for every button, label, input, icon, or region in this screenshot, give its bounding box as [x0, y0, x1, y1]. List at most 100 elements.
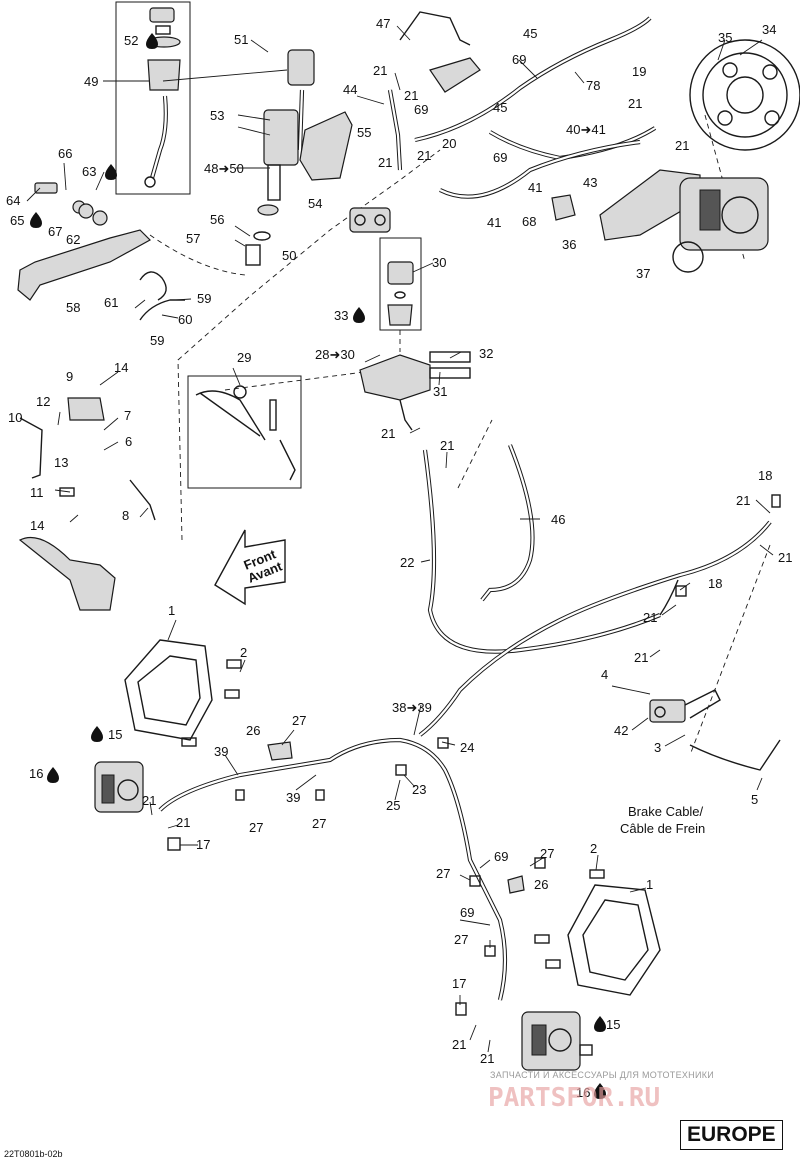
callout-c-21d: 21	[378, 155, 392, 170]
caliper-piston-kit-30	[387, 261, 414, 326]
dashed-guide-split	[457, 419, 493, 489]
callout-c-7: 7	[124, 408, 131, 423]
callout-c-49: 49	[84, 74, 98, 89]
callout-c-60: 60	[178, 312, 192, 327]
callout-c-21i: 21	[736, 493, 750, 508]
callout-c-67: 67	[48, 224, 62, 239]
callout-c-42: 42	[614, 723, 628, 738]
callout-c-16b: 16	[576, 1085, 590, 1100]
front-direction-arrow	[214, 529, 286, 606]
callout-c-69b: 69	[414, 102, 428, 117]
callout-c-13: 13	[54, 455, 68, 470]
callout-c-78: 78	[586, 78, 600, 93]
callout-c-17b: 17	[452, 976, 466, 991]
callout-c-41a: 41	[528, 180, 542, 195]
callout-c-14a: 14	[114, 360, 128, 375]
dashed-guide-left	[177, 149, 441, 541]
callout-c-21h: 21	[440, 438, 454, 453]
callout-c-1a: 1	[168, 603, 175, 618]
callout-c-46: 46	[551, 512, 565, 527]
callout-c-27e: 27	[436, 866, 450, 881]
callout-c-54: 54	[308, 196, 322, 211]
region-label: EUROPE	[680, 1120, 783, 1150]
fluid-drop-icon	[594, 1083, 606, 1099]
callout-c-39a: 39	[214, 744, 228, 759]
callout-c-26b: 26	[534, 877, 548, 892]
callout-c-21f: 21	[675, 138, 689, 153]
callout-c-28-30: 28➜30	[315, 347, 355, 362]
callout-c-15a: 15	[108, 727, 122, 742]
callout-c-31: 31	[433, 384, 447, 399]
brake-cable-label-fr: Câble de Frein	[620, 821, 705, 836]
callout-c-53: 53	[210, 108, 224, 123]
callout-c-21l: 21	[634, 650, 648, 665]
callout-c-21k: 21	[643, 610, 657, 625]
callout-c-4: 4	[601, 667, 608, 682]
callout-c-20: 20	[442, 136, 456, 151]
callout-c-50: 50	[282, 248, 296, 263]
callout-c-1b: 1	[646, 877, 653, 892]
callout-c-69a: 69	[512, 52, 526, 67]
callout-c-56: 56	[210, 212, 224, 227]
callout-c-3: 3	[654, 740, 661, 755]
callout-c-58: 58	[66, 300, 80, 315]
watermark-caption: ЗАПЧАСТИ И АКСЕССУАРЫ ДЛЯ МОТОТЕХНИКИ	[490, 1070, 714, 1080]
dashed-guide-arrow	[224, 369, 381, 391]
callout-c-55: 55	[357, 125, 371, 140]
front-caliper-left	[94, 761, 144, 813]
callout-c-45b: 45	[493, 100, 507, 115]
callout-c-63: 63	[82, 164, 96, 179]
callout-c-2b: 2	[590, 841, 597, 856]
callout-c-24: 24	[460, 740, 474, 755]
callout-c-16a: 16	[29, 766, 43, 781]
callout-c-59a: 59	[197, 291, 211, 306]
callout-c-30: 30	[432, 255, 446, 270]
callout-c-25: 25	[386, 798, 400, 813]
callout-c-34: 34	[762, 22, 776, 37]
callout-c-68: 68	[522, 214, 536, 229]
front-disc-plate-lower	[567, 884, 661, 996]
brake-pedal	[17, 182, 185, 321]
callout-c-21p: 21	[480, 1051, 494, 1066]
cap-68	[551, 194, 576, 221]
fluid-drop-icon	[594, 1016, 606, 1032]
callout-c-52: 52	[124, 33, 138, 48]
fluid-drop-icon	[30, 212, 42, 228]
brake-lever-kit	[195, 385, 296, 481]
callout-c-32: 32	[479, 346, 493, 361]
callout-c-39b: 39	[286, 790, 300, 805]
callout-c-33: 33	[334, 308, 348, 323]
dashed-guide-pedal	[149, 234, 246, 276]
bracket-55	[299, 111, 353, 181]
callout-c-61: 61	[104, 295, 118, 310]
fluid-drop-icon	[353, 307, 365, 323]
junction-block	[349, 207, 391, 233]
callout-c-48-50: 48➜50	[204, 161, 244, 176]
callout-c-18a: 18	[758, 468, 772, 483]
callout-c-27b: 27	[249, 820, 263, 835]
callout-c-21a: 21	[373, 63, 387, 78]
callout-c-11: 11	[30, 485, 44, 500]
callout-c-23: 23	[412, 782, 426, 797]
hose-47	[399, 11, 471, 46]
callout-c-10: 10	[8, 410, 22, 425]
callout-c-27d: 27	[540, 846, 554, 861]
callout-c-21b: 21	[404, 88, 418, 103]
fluid-drop-icons	[30, 33, 606, 1099]
heat-shield	[429, 57, 481, 93]
rear-junction-42	[649, 689, 721, 723]
lever-kit-box	[187, 375, 302, 489]
callout-c-62: 62	[66, 232, 80, 247]
callout-c-27f: 27	[454, 932, 468, 947]
fluid-drop-icon	[146, 33, 158, 49]
callout-c-29: 29	[237, 350, 251, 365]
fluid-drop-icon	[91, 726, 103, 742]
callout-c-35: 35	[718, 30, 732, 45]
callout-c-19: 19	[632, 64, 646, 79]
callout-c-6: 6	[125, 434, 132, 449]
callout-c-65: 65	[10, 213, 24, 228]
rear-caliper	[599, 169, 769, 273]
rear-brake-disc	[689, 39, 800, 151]
callout-c-40-41: 40➜41	[566, 122, 606, 137]
